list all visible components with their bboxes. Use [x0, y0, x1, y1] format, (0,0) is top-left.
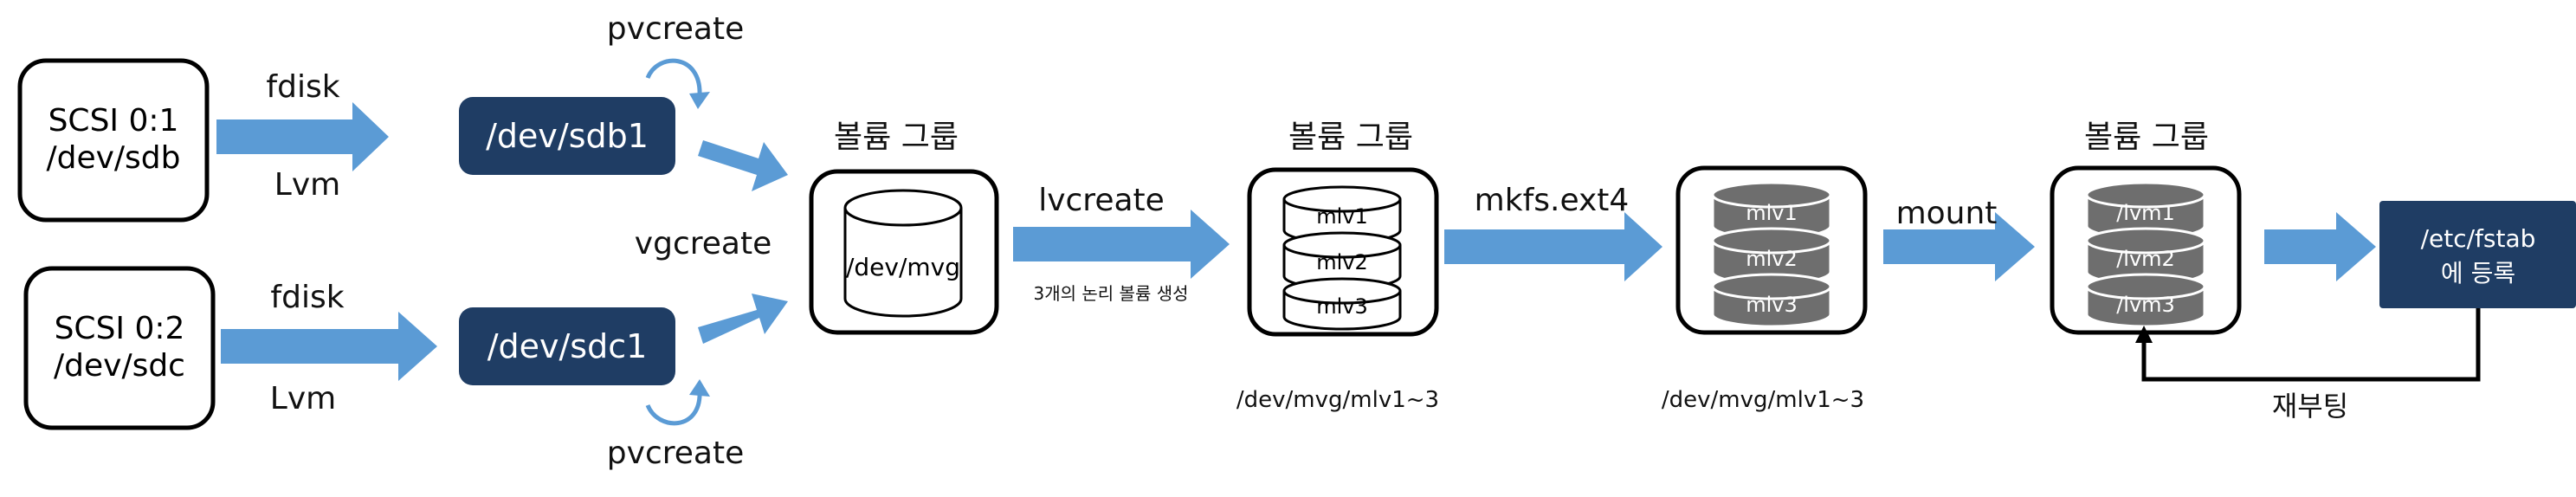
formatted-item-1: mlv1 [1746, 201, 1798, 225]
volume-group-disk-icon [843, 189, 963, 318]
logical-volumes-box: mlv1 mlv2 mlv3 [1247, 167, 1439, 337]
arrow-lvcreate [1013, 210, 1230, 279]
label-pvcreate-bottom: pvcreate [607, 436, 744, 471]
label-fdisk-top: fdisk [266, 69, 339, 105]
lv-title: 볼륨 그룹 [1288, 119, 1413, 155]
disk-sdc: SCSI 0:2 /dev/sdc [23, 266, 216, 430]
disk-sdb: SCSI 0:1 /dev/sdb [17, 58, 210, 223]
fstab-line2: 에 등록 [2441, 259, 2515, 287]
label-lvm-bottom: Lvm [270, 381, 336, 416]
arrow-fstab [2264, 212, 2376, 281]
lv-item-1: mlv1 [1316, 204, 1368, 229]
lv-path: /dev/mvg/mlv1~3 [1236, 387, 1439, 413]
arrow-vgcreate-bottom [698, 294, 788, 344]
arrow-mkfs [1444, 212, 1662, 281]
arrow-mount [1883, 212, 2035, 281]
formatted-volumes-box: mlv1 mlv2 mlv3 [1675, 165, 1868, 335]
mounted-volumes-box: /lvm1 /lvm2 /lvm3 [2050, 165, 2242, 335]
reboot-loop [2135, 308, 2481, 382]
mounted-title: 볼륨 그룹 [2084, 119, 2209, 155]
fstab-box: /etc/fstab 에 등록 [2379, 201, 2576, 308]
volume-group-box: /dev/mvg [809, 169, 999, 335]
fstab-line1: /etc/fstab [2421, 224, 2536, 253]
formatted-stack-icon [1711, 181, 1832, 328]
disk-sdc-line1: SCSI 0:2 [55, 311, 185, 346]
label-mount: mount [1896, 196, 1998, 231]
formatted-path: /dev/mvg/mlv1~3 [1662, 387, 1864, 413]
mounted-item-1: /lvm1 [2116, 201, 2175, 225]
label-lvcreate: lvcreate [1038, 183, 1165, 218]
formatted-item-3: mlv3 [1746, 293, 1798, 317]
mounted-item-3: /lvm3 [2116, 293, 2175, 317]
disk-sdc-line2: /dev/sdc [54, 348, 185, 384]
label-fdisk-bottom: fdisk [270, 280, 344, 315]
label-lvm-top: Lvm [274, 167, 340, 203]
partition-sdc1-label: /dev/sdc1 [487, 327, 648, 365]
mounted-stack-icon [2085, 181, 2206, 328]
vg-title: 볼륨 그룹 [834, 119, 959, 155]
lv-item-3: mlv3 [1316, 294, 1368, 319]
mounted-item-2: /lvm2 [2116, 247, 2175, 271]
arrow-fdisk-top [216, 102, 389, 171]
lv-stack-icon [1282, 185, 1402, 331]
disk-sdb-line1: SCSI 0:1 [48, 103, 179, 139]
disk-sdb-line2: /dev/sdb [46, 140, 180, 176]
partition-sdc1: /dev/sdc1 [459, 307, 675, 385]
label-lvcreate-note: 3개의 논리 볼륨 생성 [1034, 283, 1189, 304]
partition-sdb1: /dev/sdb1 [459, 97, 675, 175]
lv-item-2: mlv2 [1316, 250, 1368, 274]
arrow-fdisk-bottom [221, 312, 437, 381]
pvcreate-top-curl-icon [645, 58, 710, 109]
label-vgcreate: vgcreate [635, 226, 772, 261]
label-reboot: 재부팅 [2272, 390, 2348, 423]
arrow-vgcreate-top [698, 140, 788, 191]
label-pvcreate-top: pvcreate [607, 11, 744, 47]
reboot-arrowhead-icon [2135, 326, 2153, 343]
partition-sdb1-label: /dev/sdb1 [486, 117, 649, 155]
formatted-item-2: mlv2 [1746, 247, 1798, 271]
label-mkfs: mkfs.ext4 [1475, 183, 1630, 218]
vg-name: /dev/mvg [846, 253, 960, 281]
pvcreate-bottom-curl-icon [645, 379, 710, 426]
